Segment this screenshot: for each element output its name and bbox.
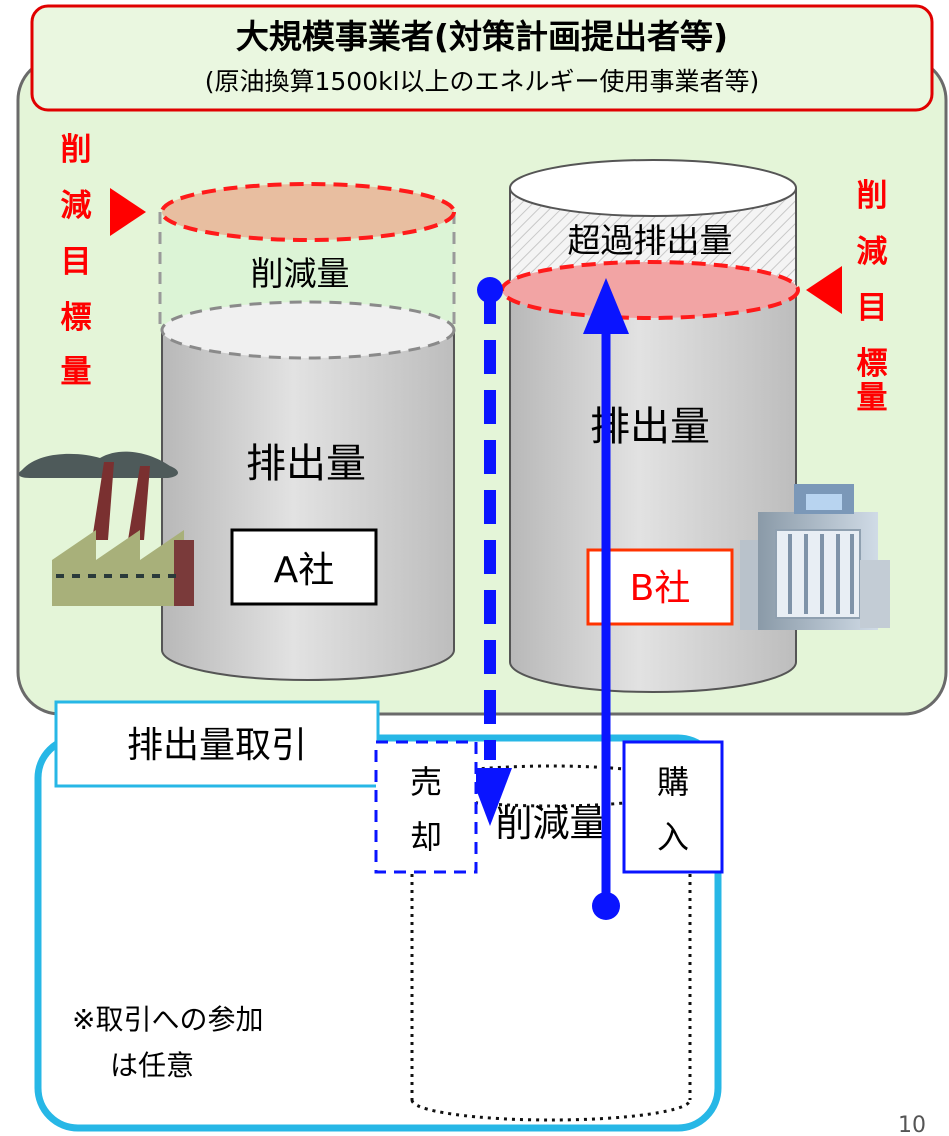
header-subtitle: (原油換算1500kl以上のエネルギー使用事業者等) xyxy=(205,67,760,96)
header-title: 大規模事業者(対策計画提出者等) xyxy=(236,17,728,56)
sell-flow-start-dot xyxy=(477,277,503,303)
company-a-target-char: 目 xyxy=(61,244,92,280)
company-b-target-char: 目 xyxy=(857,290,888,326)
market-note-line2: は任意 xyxy=(110,1049,194,1082)
company-b-target-char: 標 xyxy=(857,346,888,382)
company-a-target-arrow-icon xyxy=(110,188,146,236)
company-a-emission-label: 排出量 xyxy=(246,441,366,487)
buy-arrowhead-icon xyxy=(583,278,629,334)
buy-label-char: 入 xyxy=(657,818,689,856)
company-a-target-char: 減 xyxy=(61,188,92,224)
buy-label-char: 購 xyxy=(657,763,689,801)
company-a-target-char: 削 xyxy=(61,132,92,168)
company-a-target-label: 削 減 目 標 量 xyxy=(61,132,92,390)
company-a-target-char: 標 xyxy=(61,300,92,336)
sell-arrowhead-icon xyxy=(468,768,512,826)
market-note-line1: ※取引への参加 xyxy=(72,1003,263,1036)
sell-label-char: 売 xyxy=(410,763,442,801)
company-b-label-box xyxy=(586,548,734,626)
market-title: 排出量取引 xyxy=(127,725,307,766)
company-a-target-ellipse xyxy=(160,182,456,242)
sell-label-box xyxy=(374,740,478,874)
company-a-label: A社 xyxy=(274,550,335,591)
buy-flow-start-dot xyxy=(592,892,620,920)
company-b-target-label: 削 減 目 標 量 xyxy=(857,178,888,416)
company-b-excess-label: 超過排出量 xyxy=(568,221,733,260)
office-building-icon xyxy=(740,484,890,630)
company-b-label: B社 xyxy=(630,568,691,609)
buy-label-box xyxy=(622,740,724,874)
sell-label-char: 却 xyxy=(410,818,442,856)
reduction-pool-label: 削減量 xyxy=(496,802,607,845)
company-b-target-char: 量 xyxy=(857,380,888,416)
factory-icon xyxy=(18,451,194,606)
company-b-target-ellipse xyxy=(500,260,800,320)
company-a-cylinder xyxy=(158,182,456,681)
company-b-target-char: 削 xyxy=(857,178,888,214)
company-a-reduction-label: 削減量 xyxy=(251,254,350,293)
page-number: 10 xyxy=(898,1113,926,1136)
company-a-label-box xyxy=(230,528,378,606)
company-a-target-char: 量 xyxy=(61,354,92,390)
company-b-target-arrow-icon xyxy=(806,266,842,314)
company-b-target-char: 減 xyxy=(857,234,888,270)
header-box xyxy=(30,4,934,112)
market-title-box xyxy=(54,700,380,788)
